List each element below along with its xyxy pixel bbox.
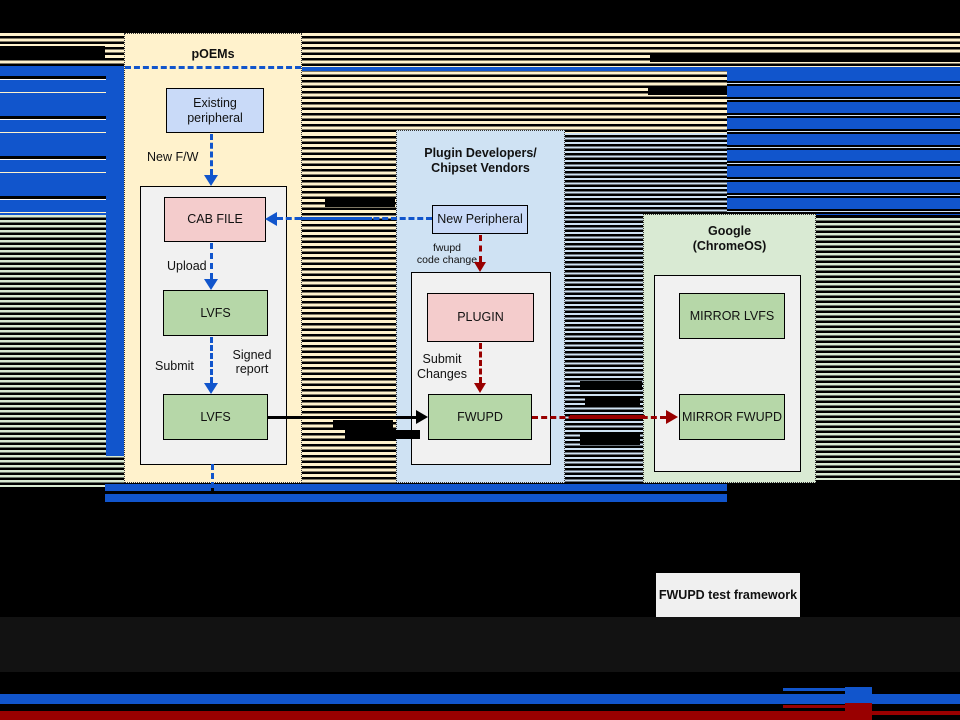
arrow-submit-changes-line (479, 343, 482, 383)
plugin-dev-title: Plugin Developers/ Chipset Vendors (396, 146, 565, 176)
glitch-red-segment (783, 705, 845, 708)
arrow-upload-head (204, 279, 218, 290)
arrow-code-change-line (479, 235, 482, 262)
glitch-blue-column (106, 66, 124, 456)
oem-divider-dashed-line (125, 66, 301, 69)
lvfs-top-node: LVFS (163, 290, 268, 336)
glitch-stripes-wide-blue (727, 70, 960, 215)
cab-file-node: CAB FILE (164, 197, 266, 242)
glitch-stripes-lightblue-mid (565, 133, 643, 483)
glitch-stripes-right-green (815, 218, 960, 480)
plugin-dev-title-line1: Plugin Developers/ (424, 146, 537, 160)
google-title: Google (ChromeOS) (643, 224, 816, 254)
arrow-code-change-head (474, 262, 486, 272)
glitch-blue-line-top (302, 67, 960, 71)
arrow-new-fw-head (204, 175, 218, 186)
glitch-black-bar (325, 198, 395, 207)
arrow-fwupd-to-mirror-glitch-solid (570, 415, 645, 419)
mirror-fwupd-node: MIRROR FWUPD (679, 394, 785, 440)
new-fw-label: New F/W (147, 150, 199, 164)
signed-report-label: Signed report (232, 348, 272, 376)
upload-label: Upload (167, 259, 207, 273)
arrow-submit-line (210, 337, 213, 383)
mirror-lvfs-node: MIRROR LVFS (679, 293, 785, 339)
arrow-fwupd-to-mirror-head (666, 410, 678, 424)
existing-peripheral-node: Existing peripheral (166, 88, 264, 133)
oem-title: pOEMs (191, 47, 235, 61)
glitch-black-bar (580, 433, 640, 445)
glitch-stripes-tan-upper (302, 33, 727, 133)
plugin-dev-title-line2: Chipset Vendors (431, 161, 530, 175)
submit-label: Submit (155, 359, 194, 373)
arrow-upload-line (210, 243, 213, 279)
arrow-report-out-line (211, 464, 214, 488)
fwupd-code-change-line1: fwupd (432, 242, 462, 254)
arrow-newperiph-to-cab-glitch-solid (300, 217, 372, 220)
submit-changes-label: Submit Changes (416, 352, 468, 381)
new-peripheral-node: New Peripheral (432, 205, 528, 234)
glitch-black-bar (580, 381, 642, 390)
plugin-node: PLUGIN (427, 293, 534, 342)
google-title-line1: Google (707, 224, 752, 238)
arrow-newperiph-to-cab-head (265, 212, 277, 226)
glitch-black-bar (650, 53, 960, 62)
lvfs-bottom-node: LVFS (163, 394, 268, 440)
glitch-black-bar (333, 420, 393, 429)
fwupd-node: FWUPD (428, 394, 532, 440)
arrow-lvfs-to-fwupd-line (268, 416, 418, 419)
glitch-black-bar (648, 88, 727, 95)
glitch-black-bar (0, 46, 105, 58)
glitch-black-bar (345, 430, 420, 439)
glitch-red-bar-full (0, 711, 960, 720)
arrow-submit-head (204, 383, 218, 394)
glitch-stripes-left-green (0, 215, 124, 487)
google-title-line2: (ChromeOS) (692, 239, 767, 253)
arrow-new-fw-line (210, 134, 213, 175)
arrow-submit-changes-head (474, 383, 486, 393)
glitch-stripes-lightblue-upper (643, 133, 727, 215)
glitch-blue-bar (105, 494, 727, 502)
glitch-blue-bar (105, 484, 727, 491)
arrow-lvfs-to-fwupd-head (416, 410, 428, 424)
glitch-stripes-left-blue (0, 66, 106, 215)
glitch-blue-bar-full (0, 694, 960, 704)
glitch-dark-band (0, 617, 960, 672)
glitch-blue-segment (783, 688, 845, 691)
fwupd-code-change-label: fwupd code change (412, 242, 482, 266)
fwupd-test-framework-box: FWUPD test framework (656, 573, 800, 617)
glitch-black-bar (585, 397, 640, 405)
glitch-black-corner (872, 715, 960, 720)
fwupd-code-change-line2: code change (416, 254, 478, 266)
